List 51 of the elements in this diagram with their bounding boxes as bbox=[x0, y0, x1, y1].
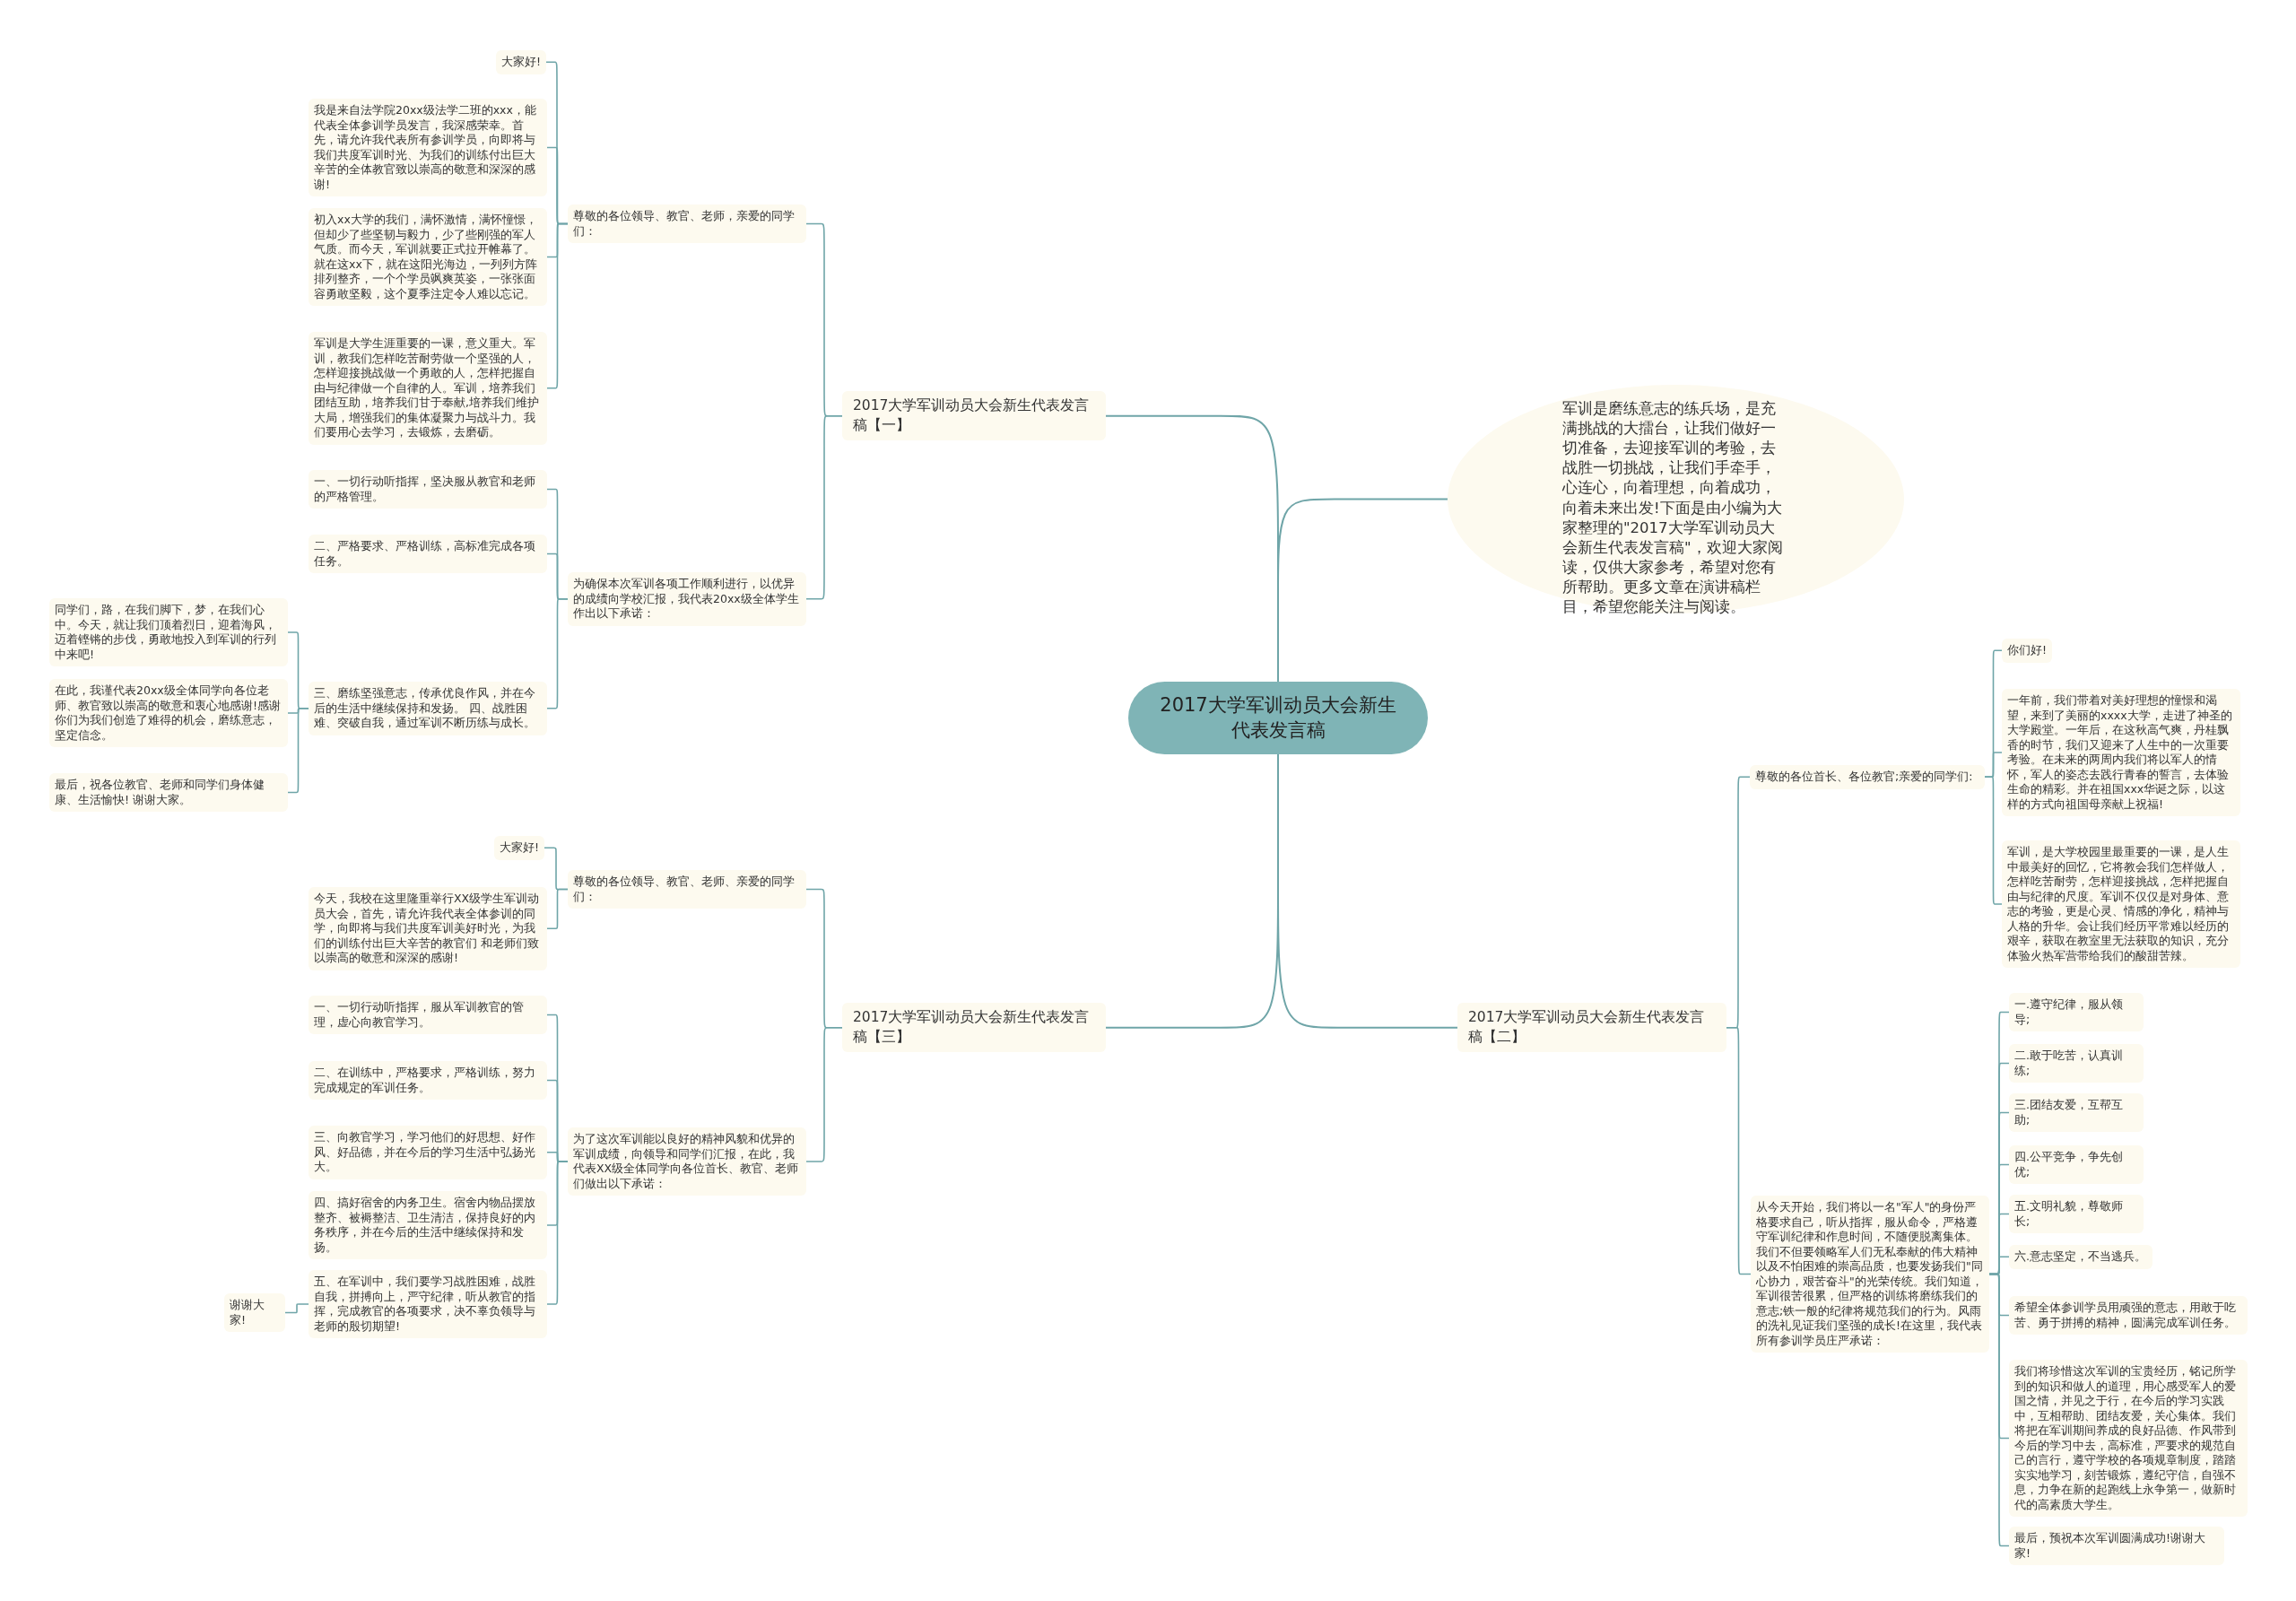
text-card: 最后，预祝本次军训圆满成功!谢谢大家! bbox=[2009, 1527, 2224, 1565]
text-card: 二、严格要求、严格训练，高标准完成各项任务。 bbox=[309, 535, 547, 573]
text-card: 二.敢于吃苦，认真训练; bbox=[2009, 1044, 2144, 1083]
text-card: 今天，我校在这里隆重举行XX级学生军训动员大会，首先，请允许我代表全体参训的同学，向即将与我们共度军训美好时光，为我们的训练付出巨大辛苦的教官们 和老师们致以崇高的敬意和深深的感谢! bbox=[309, 887, 547, 970]
text-card: 一年前，我们带着对美好理想的憧憬和渴望，来到了美丽的xxxx大学，走进了神圣的大学殿堂。一年后，在这秋高气爽，丹桂飘香的时节，我们又迎来了人生中的一次重要考验。在未来的两周内我们将以军人的情怀，军人的姿态去践行青春的誓言，去体验生命的精彩。并在祖国xxx华诞之际，以这样的方式向祖国母亲献上祝福! bbox=[2002, 689, 2240, 816]
text-card: 我是来自法学院20xx级法学二班的xxx，能代表全体参训学员发言，我深感荣幸。首先，请允许我代表所有参训学员，向即将与我们共度军训时光、为我们的训练付出巨大辛苦的全体教官致以崇高的敬意和深深的感谢! bbox=[309, 99, 547, 196]
text-card: 军训，是大学校园里最重要的一课，是人生中最美好的回忆，它将教会我们怎样做人，怎样吃苦耐劳，怎样迎接挑战，怎样把握自由与纪律的尺度。军训不仅仅是对身体、意志的考验，更是心灵、情感的净化，精神与人格的升华。会让我们经历平常难以经历的艰辛，获取在教室里无法获取的知识，充分体验火热军营带给我们的酸甜苦辣。 bbox=[2002, 840, 2240, 968]
text-card: 三.团结友爱，互帮互助; bbox=[2009, 1093, 2144, 1132]
text-card: 大家好! bbox=[494, 836, 544, 860]
text-card: 三、磨练坚强意志，传承优良作风，并在今后的生活中继续保持和发扬。 四、战胜困难、突破自我，通过军训不断历练与成长。 bbox=[309, 682, 547, 735]
text-card: 为了这次军训能以良好的精神风貌和优异的军训成绩，向领导和同学们汇报，在此，我代表XX级全体同学向各位首长、教官、老师们做出以下承诺： bbox=[568, 1127, 806, 1196]
text-card: 为确保本次军训各项工作顺利进行，以优异的成绩向学校汇报，我代表20xx级全体学生作出以下承诺： bbox=[568, 572, 806, 626]
connector-line bbox=[546, 222, 569, 389]
text-card: 从今天开始，我们将以一名"军人"的身份严格要求自己，听从指挥，服从命令，严格遵守军训纪律和作息时间，不随便脱离集体。我们不但要领略军人们无私奉献的伟大精神以及不怕困难的崇高品质，也要发扬我们"同心协力，艰苦奋斗"的光荣传统。我们知道，军训很苦很累，但严格的训练将磨练我们的意志;铁一般的纪律将规范我们的行为。风雨的洗礼见证我们坚强的成长!在这里，我代表所有参训学员庄严承诺： bbox=[1751, 1196, 1989, 1353]
text-card: 同学们，路，在我们脚下，梦，在我们心中。今天，就让我们顶着烈日，迎着海风，迈着铿锵的步伐，勇敢地投入到军训的行列中来吧! bbox=[49, 598, 288, 666]
text-card: 一、一切行动听指挥，服从军训教官的管理，虚心向教官学习。 bbox=[309, 996, 547, 1034]
text-card: 尊敬的各位领导、教官、老师、亲爱的同学们： bbox=[568, 870, 806, 909]
text-card: 尊敬的各位领导、教官、老师，亲爱的同学们： bbox=[568, 204, 806, 243]
connector-line bbox=[1726, 1026, 1752, 1275]
connector-line bbox=[1277, 498, 1448, 683]
text-card: 尊敬的各位首长、各位教官;亲爱的同学们: bbox=[1750, 765, 1985, 789]
text-card: 初入xx大学的我们，满怀激情，满怀憧憬，但却少了些坚韧与毅力，少了些刚强的军人气质。而今天，军训就要正式拉开帷幕了。就在这xx下，就在这阳光海边，一列列方阵排列整齐，一个个学员飒爽英姿，一张张面容勇敢坚毅，这个夏季注定令人难以忘记。 bbox=[309, 208, 547, 306]
text-card: 军训是大学生涯重要的一课，意义重大。军训，教我们怎样吃苦耐劳做一个坚强的人，怎样迎接挑战做一个勇敢的人，怎样把握自由与纪律做一个自律的人。军训，培养我们团结互助，培养我们甘于奉献,培养我们维护大局，增强我们的集体凝聚力与战斗力。我们要用心去学习，去锻炼，去磨砺。 bbox=[309, 332, 547, 445]
text-card: 五、在军训中，我们要学习战胜困难，战胜自我，拼搏向上，严守纪律，听从教官的指挥，完成教官的各项要求，决不辜负领导与老师的殷切期望! bbox=[309, 1270, 547, 1338]
branch-topic: 2017大学军训动员大会新生代表发言稿【一】 bbox=[842, 391, 1106, 441]
connector-line bbox=[1988, 1273, 2010, 1547]
text-card: 我们将珍惜这次军训的宝贵经历，铭记所学到的知识和做人的道理，用心感受军人的爱国之情，并见之于行，在今后的学习实践中，互相帮助、团结友爱，关心集体。我们将把在军训期间养成的良好品德、作风带到今后的学习中去，高标准，严要求的规范自己的言行，遵守学校的各项规章制度，踏踏实实地学习，刻苦锻炼，遵纪守信，自强不息，力争在新的起跑线上永争第一，做新时代的高素质大学生。 bbox=[2009, 1360, 2248, 1517]
text-card: 五.文明礼貌，尊敬师长; bbox=[2009, 1195, 2144, 1233]
text-card: 大家好! bbox=[496, 50, 546, 74]
text-card: 一.遵守纪律，服从领导; bbox=[2009, 993, 2144, 1031]
connector-line bbox=[1984, 776, 2003, 905]
text-card: 六.意志坚定，不当逃兵。 bbox=[2009, 1245, 2152, 1269]
branch-topic: 2017大学军训动员大会新生代表发言稿【三】 bbox=[842, 1003, 1106, 1053]
ellipse-card: 军训是磨练意志的练兵场，是充满挑战的大擂台，让我们做好一切准备，去迎接军训的考验，去战胜一切挑战，让我们手牵手，心连心，向着理想，向着成功，向着未来出发!下面是由小编为大家整理的"2017大学军训动员大会新生代表发言稿"，欢迎大家阅读，仅供大家参考，希望对您有所帮助。更多文章在演讲稿栏目，希望您能关注与阅读。 bbox=[1448, 385, 1904, 613]
text-card: 四、搞好宿舍的内务卫生。宿舍内物品摆放整齐、被褥整洁、卫生清洁，保持良好的内务秩序，并在今后的生活中继续保持和发扬。 bbox=[309, 1191, 547, 1259]
text-card: 三、向教官学习，学习他们的好思想、好作风、好品德，并在今后的学习生活中弘扬光大。 bbox=[309, 1126, 547, 1179]
text-card: 希望全体参训学员用顽强的意志，用敢于吃苦、勇于拼搏的精神，圆满完成军训任务。 bbox=[2009, 1296, 2248, 1335]
text-card: 谢谢大家! bbox=[224, 1293, 285, 1332]
connector-line bbox=[284, 1303, 309, 1314]
text-card: 你们好! bbox=[2002, 639, 2052, 663]
text-card: 一、一切行动听指挥，坚决服从教官和老师的严格管理。 bbox=[309, 470, 547, 509]
connector-line bbox=[546, 888, 569, 930]
text-card: 在此，我谨代表20xx级全体同学向各位老师、教官致以崇高的敬意和衷心地感谢!感谢你们为我们创造了难得的机会，磨练意志，坚定信念。 bbox=[49, 679, 288, 747]
text-card: 二、在训练中，严格要求，严格训练，努力完成规定的军训任务。 bbox=[309, 1061, 547, 1100]
connector-line bbox=[805, 1026, 843, 1162]
connector-line bbox=[546, 1161, 569, 1305]
connector-line bbox=[805, 414, 843, 600]
text-card: 四.公平竞争，争先创优; bbox=[2009, 1145, 2144, 1184]
text-card: 最后，祝各位教官、老师和同学们身体健康、生活愉快! 谢谢大家。 bbox=[49, 773, 288, 812]
central-topic: 2017大学军训动员大会新生代表发言稿 bbox=[1128, 682, 1428, 754]
branch-topic: 2017大学军训动员大会新生代表发言稿【二】 bbox=[1457, 1003, 1726, 1053]
